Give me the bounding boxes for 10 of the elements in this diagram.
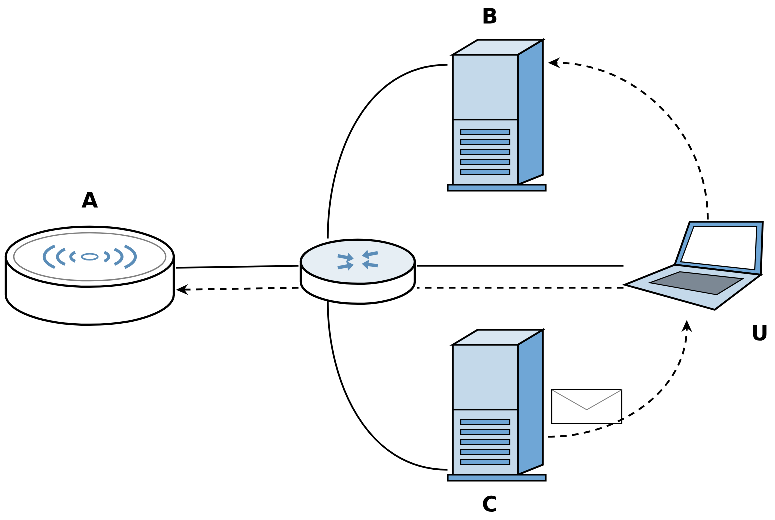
connector: [417, 265, 624, 267]
device-label: B: [484, 8, 497, 24]
device-label: U: [753, 325, 767, 341]
connector: [327, 301, 448, 471]
device-label: A: [82, 192, 98, 208]
router-drawing: [300, 238, 416, 306]
connector: [417, 287, 624, 289]
connector: [327, 64, 448, 239]
device-label: C: [483, 496, 496, 512]
connector: [176, 265, 299, 269]
